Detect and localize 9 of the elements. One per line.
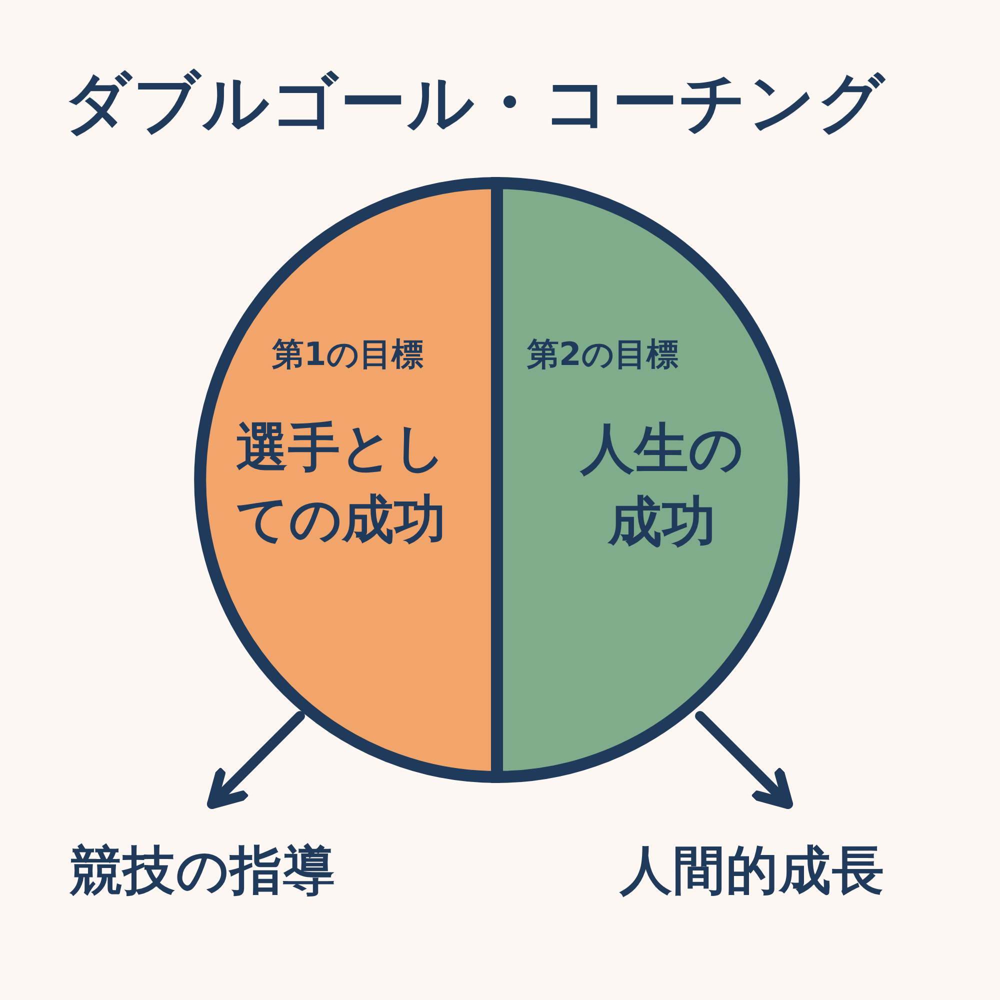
- arrow: [207, 711, 305, 809]
- outcome-label: 人間的成長: [620, 806, 885, 906]
- title: ダブルゴール・コーチング: [64, 63, 886, 143]
- goal-label: 第1の目標: [272, 334, 424, 375]
- goal-text: 選手としての成功: [236, 417, 447, 552]
- arrow: [695, 711, 793, 809]
- goal-label: 第2の目標: [527, 334, 680, 375]
- outcome-label: 競技の指導: [70, 806, 336, 906]
- goal-text: 人生の成功: [578, 416, 744, 555]
